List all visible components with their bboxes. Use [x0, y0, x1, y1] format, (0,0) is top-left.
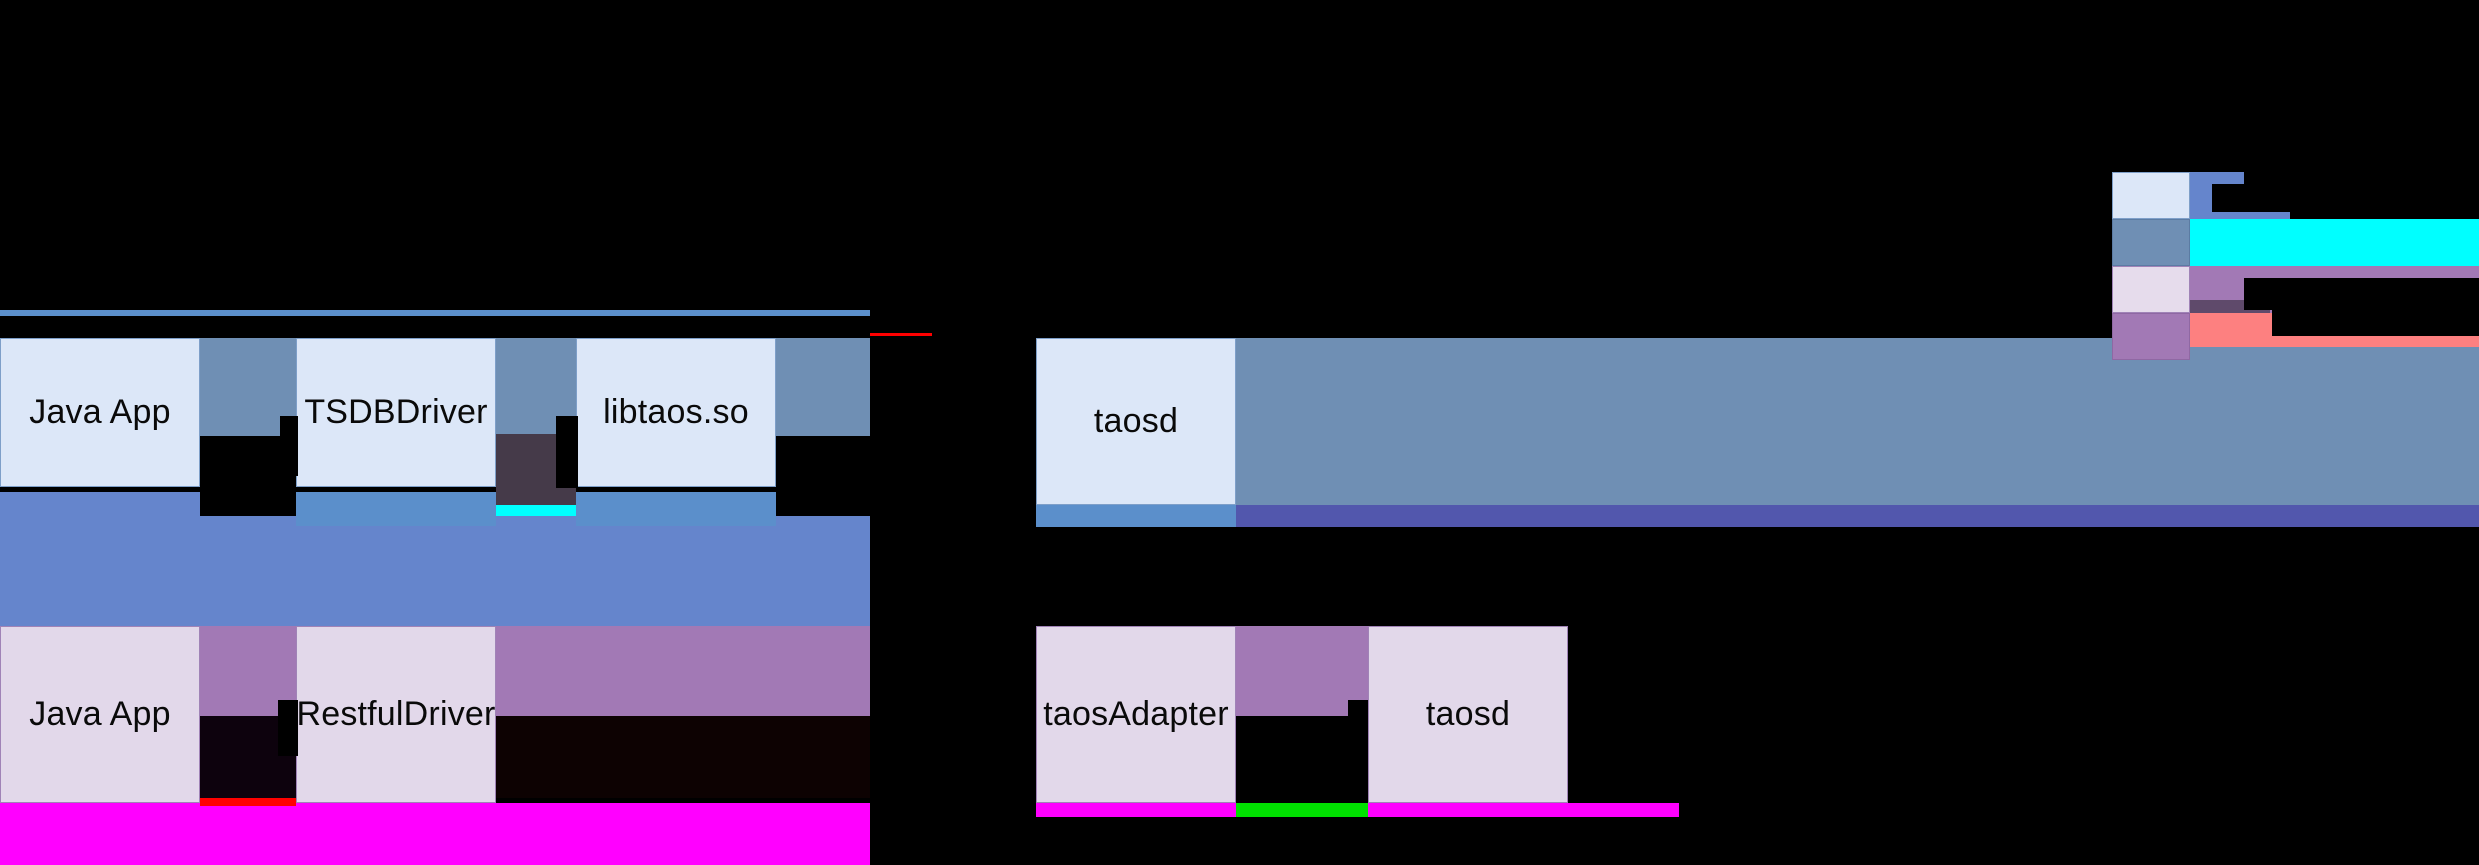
row2-band-purple-right: [1236, 626, 1368, 716]
legend-item-4[interactable]: [2112, 313, 2200, 360]
node-java-app-rest[interactable]: Java App: [0, 626, 200, 803]
node-label: TSDBDriver: [304, 392, 488, 431]
overlay-row2-c: [1236, 716, 1368, 803]
row1-right-underline-blue: [1036, 505, 1236, 527]
row2-accent-magenta-taosd: [1368, 803, 1679, 817]
overlay-legend-1c: [2212, 184, 2244, 212]
overlay-legend-1: [2244, 172, 2479, 212]
legend-item-2[interactable]: [2112, 219, 2200, 266]
overlay-row1-gap: [870, 336, 1036, 527]
overlay-row1-b: [776, 436, 870, 522]
legend-swatch-steel-blue: [2112, 219, 2190, 266]
middle-band-cornflower-top2: [576, 492, 776, 526]
middle-band-cornflower: [0, 516, 870, 626]
node-label: libtaos.so: [603, 392, 749, 431]
node-label: taosd: [1425, 694, 1511, 733]
legend-swatch-light-purple: [2112, 266, 2190, 313]
middle-band-cornflower-upper-left: [0, 492, 200, 526]
node-label: taosd: [1093, 401, 1179, 440]
overlay-row1-d: [280, 416, 298, 476]
overlay-legend-top: [2112, 0, 2479, 172]
row1-band-steel-right: [776, 338, 870, 436]
legend-swatch-light-blue: [2112, 172, 2190, 219]
row2-accent-green: [1236, 803, 1368, 817]
node-label: RestfulDriver: [296, 694, 496, 733]
overlay-row2-d: [278, 700, 298, 756]
row2-accent-magenta-left: [0, 803, 870, 865]
row2-accent-magenta-taosadapter: [1036, 803, 1236, 817]
overlay-row2-e: [1348, 700, 1368, 756]
node-java-app-native[interactable]: Java App: [0, 338, 200, 487]
node-label: taosAdapter: [1043, 694, 1229, 733]
node-label: Java App: [29, 392, 171, 431]
overlay-row2-gap: [870, 624, 1036, 865]
row1-underline-left: [0, 310, 870, 316]
row2-accent-red-left: [200, 796, 296, 806]
middle-band-cornflower-top: [296, 492, 496, 526]
row1-accent-red-hairline: [870, 333, 932, 336]
legend-item-3[interactable]: [2112, 266, 2200, 313]
overlay-row2-below: [1036, 817, 2479, 865]
row2-band-purple-wide: [496, 626, 870, 716]
row1-right-band-indigo: [1236, 505, 2479, 527]
row1-right-band-steel: [1236, 338, 2479, 505]
overlay-row2-b: [496, 716, 870, 798]
node-taos-adapter[interactable]: taosAdapter: [1036, 626, 1236, 803]
legend-item-1[interactable]: [2112, 172, 2200, 219]
overlay-legend-3b: [2272, 310, 2479, 336]
node-taosd-rest[interactable]: taosd: [1368, 626, 1568, 803]
overlay-row1-c: [556, 416, 578, 488]
node-restful-driver[interactable]: RestfulDriver: [296, 626, 496, 803]
legend-strip-2: [2190, 219, 2479, 266]
node-label: Java App: [29, 694, 171, 733]
node-tsdb-driver[interactable]: TSDBDriver: [296, 338, 496, 487]
node-libtaos-so[interactable]: libtaos.so: [576, 338, 776, 487]
legend-swatch-purple: [2112, 313, 2190, 360]
node-taosd-native[interactable]: taosd: [1036, 338, 1236, 505]
overlay-legend-3: [2244, 278, 2479, 310]
